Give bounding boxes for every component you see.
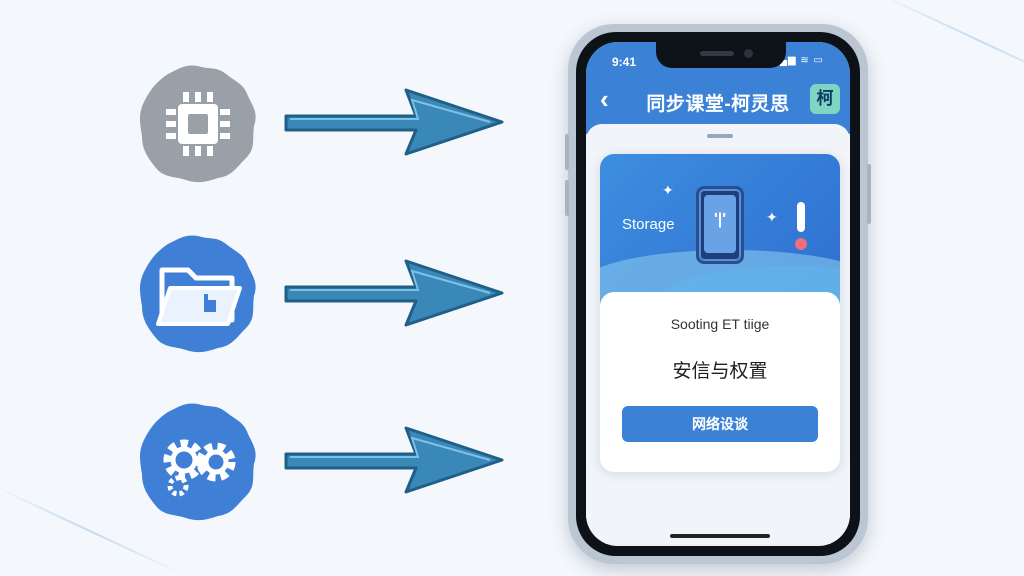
- avatar[interactable]: 柯: [810, 84, 840, 114]
- smartphone-icon: '|': [696, 186, 744, 264]
- card-subtitle: Sooting ET tiige: [670, 316, 770, 332]
- storage-card: ✦ ✦ Storage '|': [600, 154, 840, 472]
- card-banner: ✦ ✦ Storage '|': [600, 154, 840, 304]
- sparkle-icon: ✦: [766, 209, 778, 225]
- arrow-right-icon: [280, 420, 510, 500]
- camera-icon: [744, 49, 753, 58]
- phone-bezel: 9:41 ▂▄▆ ≋ ▭ ‹ 同步课堂-柯灵思 柯 ✦ ✦ Sto: [576, 32, 860, 556]
- device-screen: [704, 195, 736, 253]
- warning-icon: [794, 202, 808, 250]
- decor-streak: [870, 0, 1024, 93]
- app-title: 同步课堂-柯灵思: [646, 94, 790, 115]
- bottom-sheet: ✦ ✦ Storage '|': [586, 124, 850, 544]
- volume-up-button: [565, 134, 569, 170]
- card-heading: 安信与权置: [672, 361, 768, 382]
- sparkle-icon: ✦: [662, 182, 674, 198]
- speaker-icon: [700, 51, 734, 56]
- power-button: [867, 164, 871, 224]
- arrow-right-icon: [280, 253, 510, 333]
- notch: [656, 42, 786, 68]
- phone-mockup: 9:41 ▂▄▆ ≋ ▭ ‹ 同步课堂-柯灵思 柯 ✦ ✦ Sto: [565, 24, 871, 564]
- sheet-handle[interactable]: [707, 134, 733, 138]
- storage-label: Storage: [622, 216, 675, 233]
- volume-down-button: [565, 180, 569, 216]
- card-panel: Sooting ET tiige 安信与权置 网络设谈: [600, 292, 840, 472]
- gears-icon: [136, 400, 260, 524]
- home-indicator[interactable]: [670, 534, 770, 538]
- phone-screen: 9:41 ▂▄▆ ≋ ▭ ‹ 同步课堂-柯灵思 柯 ✦ ✦ Sto: [586, 42, 850, 546]
- warning-bar: [797, 202, 805, 232]
- arrow-right-icon: [280, 82, 510, 162]
- chip-icon: [136, 62, 260, 186]
- warning-dot: [795, 238, 807, 250]
- folder-icon: [136, 232, 260, 356]
- status-icons: ▂▄▆ ≋ ▭: [771, 55, 824, 66]
- chevron-left-icon[interactable]: ‹: [600, 84, 609, 114]
- network-settings-button[interactable]: 网络设谈: [622, 406, 818, 442]
- status-time: 9:41: [612, 55, 637, 69]
- device-symbol: '|': [713, 211, 727, 228]
